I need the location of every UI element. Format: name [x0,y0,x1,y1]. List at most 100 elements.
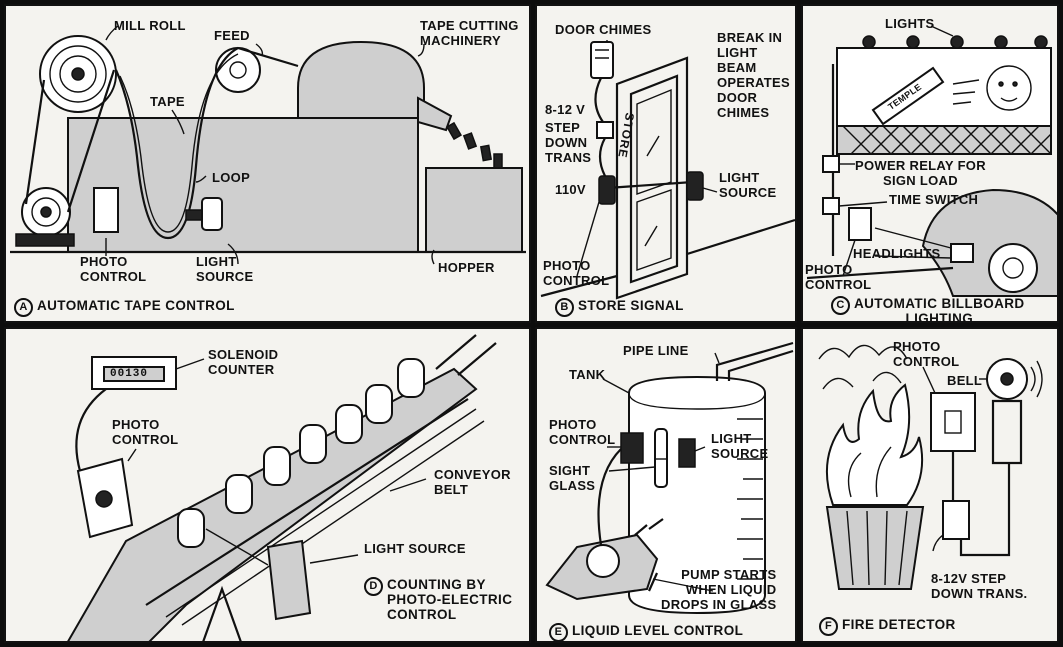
label-hopper: HOPPER [438,260,495,275]
label-pump-starts: PUMP STARTS WHEN LIQUID DROPS IN GLASS [661,567,776,612]
photo-control-box [94,188,118,232]
billboard-light [907,36,919,48]
tape-piece [447,123,461,139]
label-light-source: LIGHT SOURCE [711,431,768,461]
photo-cell [96,491,112,507]
label-break-in-light-beam: BREAK IN LIGHT BEAM OPERATES DOOR CHIMES [717,30,790,120]
bell-mount [993,401,1021,463]
label-8-12v: 8-12 V [545,102,585,117]
panel-counting-photo-electric: 00130 SOLENOID COUNTER PHOTO CONTROL CON… [4,327,531,643]
car-wheel [989,244,1037,292]
caption-d: D COUNTING BY PHOTO-ELECTRIC CONTROL [364,577,512,622]
label-light-source: LIGHT SOURCE [364,541,466,556]
can [300,425,326,463]
tape-piece [481,145,491,160]
label-tank: TANK [569,367,605,382]
label-photo-control: PHOTO CONTROL [80,254,146,284]
flames [827,385,922,505]
badge-b: B [555,298,574,317]
hopper-bin [426,168,522,252]
pipe-line [717,343,793,381]
label-sight-glass: SIGHT GLASS [549,463,595,493]
label-photo-control: PHOTO CONTROL [805,262,871,292]
tape-piece [464,133,476,149]
caption-a-text: AUTOMATIC TAPE CONTROL [37,298,235,313]
door-glass-upper [637,90,671,194]
label-tape: TAPE [150,94,185,109]
label-mill-roll: MILL ROLL [114,18,186,33]
sight-glass [655,429,667,487]
billboard-light [995,36,1007,48]
label-photo-control: PHOTO CONTROL [549,417,615,447]
label-photo-control: PHOTO CONTROL [893,339,959,369]
panel-automatic-billboard-lighting: LIGHTS TEMPLE POWER RELAY FOR SIGN LOAD … [801,4,1059,323]
power-relay-box [823,156,839,172]
step-down-transformer [943,501,969,539]
panel-store-signal: STORE DOOR CHIMES BREAK IN LIGHT BEAM OP… [535,4,797,323]
door-chimes-box [591,42,613,78]
label-feed: FEED [214,28,250,43]
label-power-relay: POWER RELAY FOR SIGN LOAD [855,158,986,188]
caption-e-text: LIQUID LEVEL CONTROL [572,623,743,638]
photo-control-unit [849,208,871,240]
light-source-box [268,541,310,619]
step-down-transformer [597,122,613,138]
caption-d-text: COUNTING BY PHOTO-ELECTRIC CONTROL [387,577,512,622]
billboard-lattice [837,126,1051,154]
badge-e: E [549,623,568,642]
caption-a: A AUTOMATIC TAPE CONTROL [14,298,235,317]
billboard-light [863,36,875,48]
label-counter-digits: 00130 [110,367,148,382]
label-tape-cutting-machinery: TAPE CUTTING MACHINERY [420,18,519,48]
label-110v: 110V [555,182,586,197]
badge-a: A [14,298,33,317]
caption-c: C AUTOMATIC BILLBOARD LIGHTING [831,296,1025,323]
label-lights: LIGHTS [885,16,934,31]
label-photo-control: PHOTO CONTROL [543,258,609,288]
panel-fire-detector: PHOTO CONTROL BELL 8-12V STEP DOWN TRANS… [801,327,1059,643]
caption-f: F FIRE DETECTOR [819,617,956,636]
cutter-chute [418,98,451,130]
caption-e: E LIQUID LEVEL CONTROL [549,623,743,642]
caption-f-text: FIRE DETECTOR [842,617,956,632]
can [398,359,424,397]
can [366,385,392,423]
waste-basket [827,507,923,589]
roll-base [16,234,74,246]
conveyor-stand [202,589,242,643]
can [336,405,362,443]
photo-control-unit [621,433,643,463]
car-headlight [951,244,973,262]
caption-b: B STORE SIGNAL [555,298,684,317]
light-source-lamp [202,198,222,230]
label-headlights: HEADLIGHTS [853,246,941,261]
photo-control-unit [599,176,615,204]
label-solenoid-counter: SOLENOID COUNTER [208,347,278,377]
light-source-unit [679,439,695,467]
can [264,447,290,485]
panel-liquid-level-control: PIPE LINE TANK PHOTO CONTROL SIGHT GLASS… [535,327,797,643]
badge-f: F [819,617,838,636]
label-loop: LOOP [212,170,250,185]
label-photo-control: PHOTO CONTROL [112,417,178,447]
pump-motor [587,545,619,577]
label-pipe-line: PIPE LINE [623,343,689,358]
door [631,76,677,282]
tape-piece [494,154,502,168]
light-source-unit [687,172,703,200]
label-conveyor-belt: CONVEYOR BELT [434,467,511,497]
can [226,475,252,513]
billboard-light [1035,36,1047,48]
can [178,509,204,547]
tape-cutting-machinery [298,42,424,118]
machine-body [68,118,418,252]
label-time-switch: TIME SWITCH [889,192,978,207]
caption-b-text: STORE SIGNAL [578,298,684,313]
label-light-source: LIGHT SOURCE [196,254,253,284]
label-door-chimes: DOOR CHIMES [555,22,651,37]
label-step-down-trans: STEP DOWN TRANS [545,120,591,165]
photo-control-box [931,393,975,451]
time-switch-box [823,198,839,214]
badge-d: D [364,577,383,596]
